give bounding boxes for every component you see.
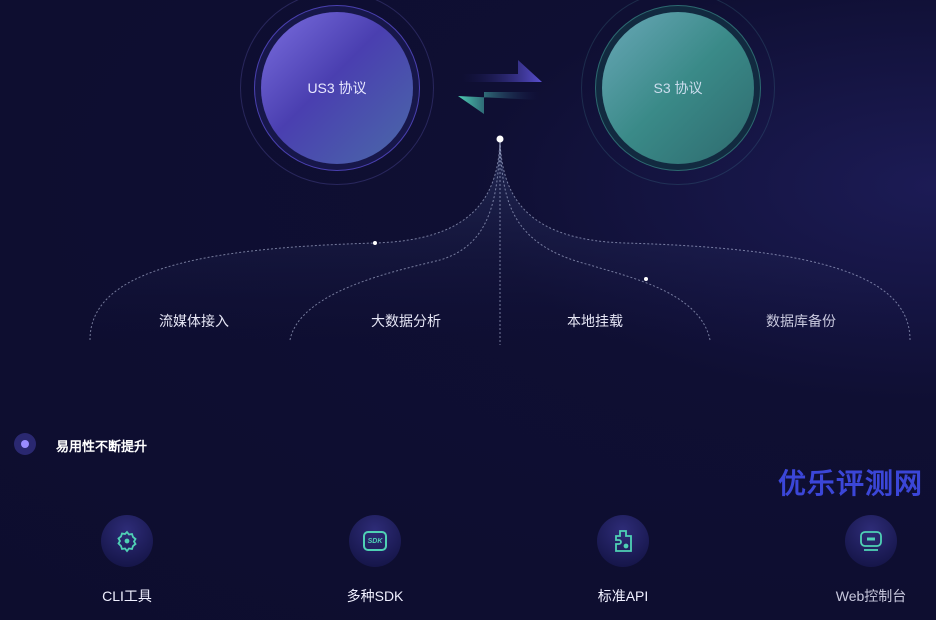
feature-api: 标准API — [597, 588, 649, 604]
feature-cli: CLI工具 — [102, 588, 152, 604]
feature-web-console: Web控制台 — [835, 588, 907, 604]
branch-db-backup: 数据库备份 — [766, 313, 836, 329]
us3-label: US3 协议 — [307, 80, 367, 96]
monitor-icon — [845, 515, 897, 567]
s3-ring — [581, 0, 775, 185]
section-bullet-icon — [14, 433, 36, 455]
branch-big-data: 大数据分析 — [371, 313, 441, 329]
exchange-arrows-icon — [458, 60, 542, 114]
puzzle-icon — [597, 515, 649, 567]
sdk-icon: SDK — [349, 515, 401, 567]
feature-sdk: 多种SDK — [346, 588, 404, 604]
branch-streaming: 流媒体接入 — [159, 313, 229, 329]
us3-ring — [240, 0, 434, 185]
s3-label: S3 协议 — [653, 80, 703, 96]
us3-protocol-circle: US3 协议 — [261, 12, 413, 164]
sdk-icon-text: SDK — [363, 531, 387, 551]
gear-icon — [101, 515, 153, 567]
branch-local-mount: 本地挂载 — [567, 313, 623, 329]
section-title: 易用性不断提升 — [56, 439, 148, 454]
s3-protocol-circle: S3 协议 — [602, 12, 754, 164]
watermark: 优乐评测网 — [778, 468, 924, 499]
